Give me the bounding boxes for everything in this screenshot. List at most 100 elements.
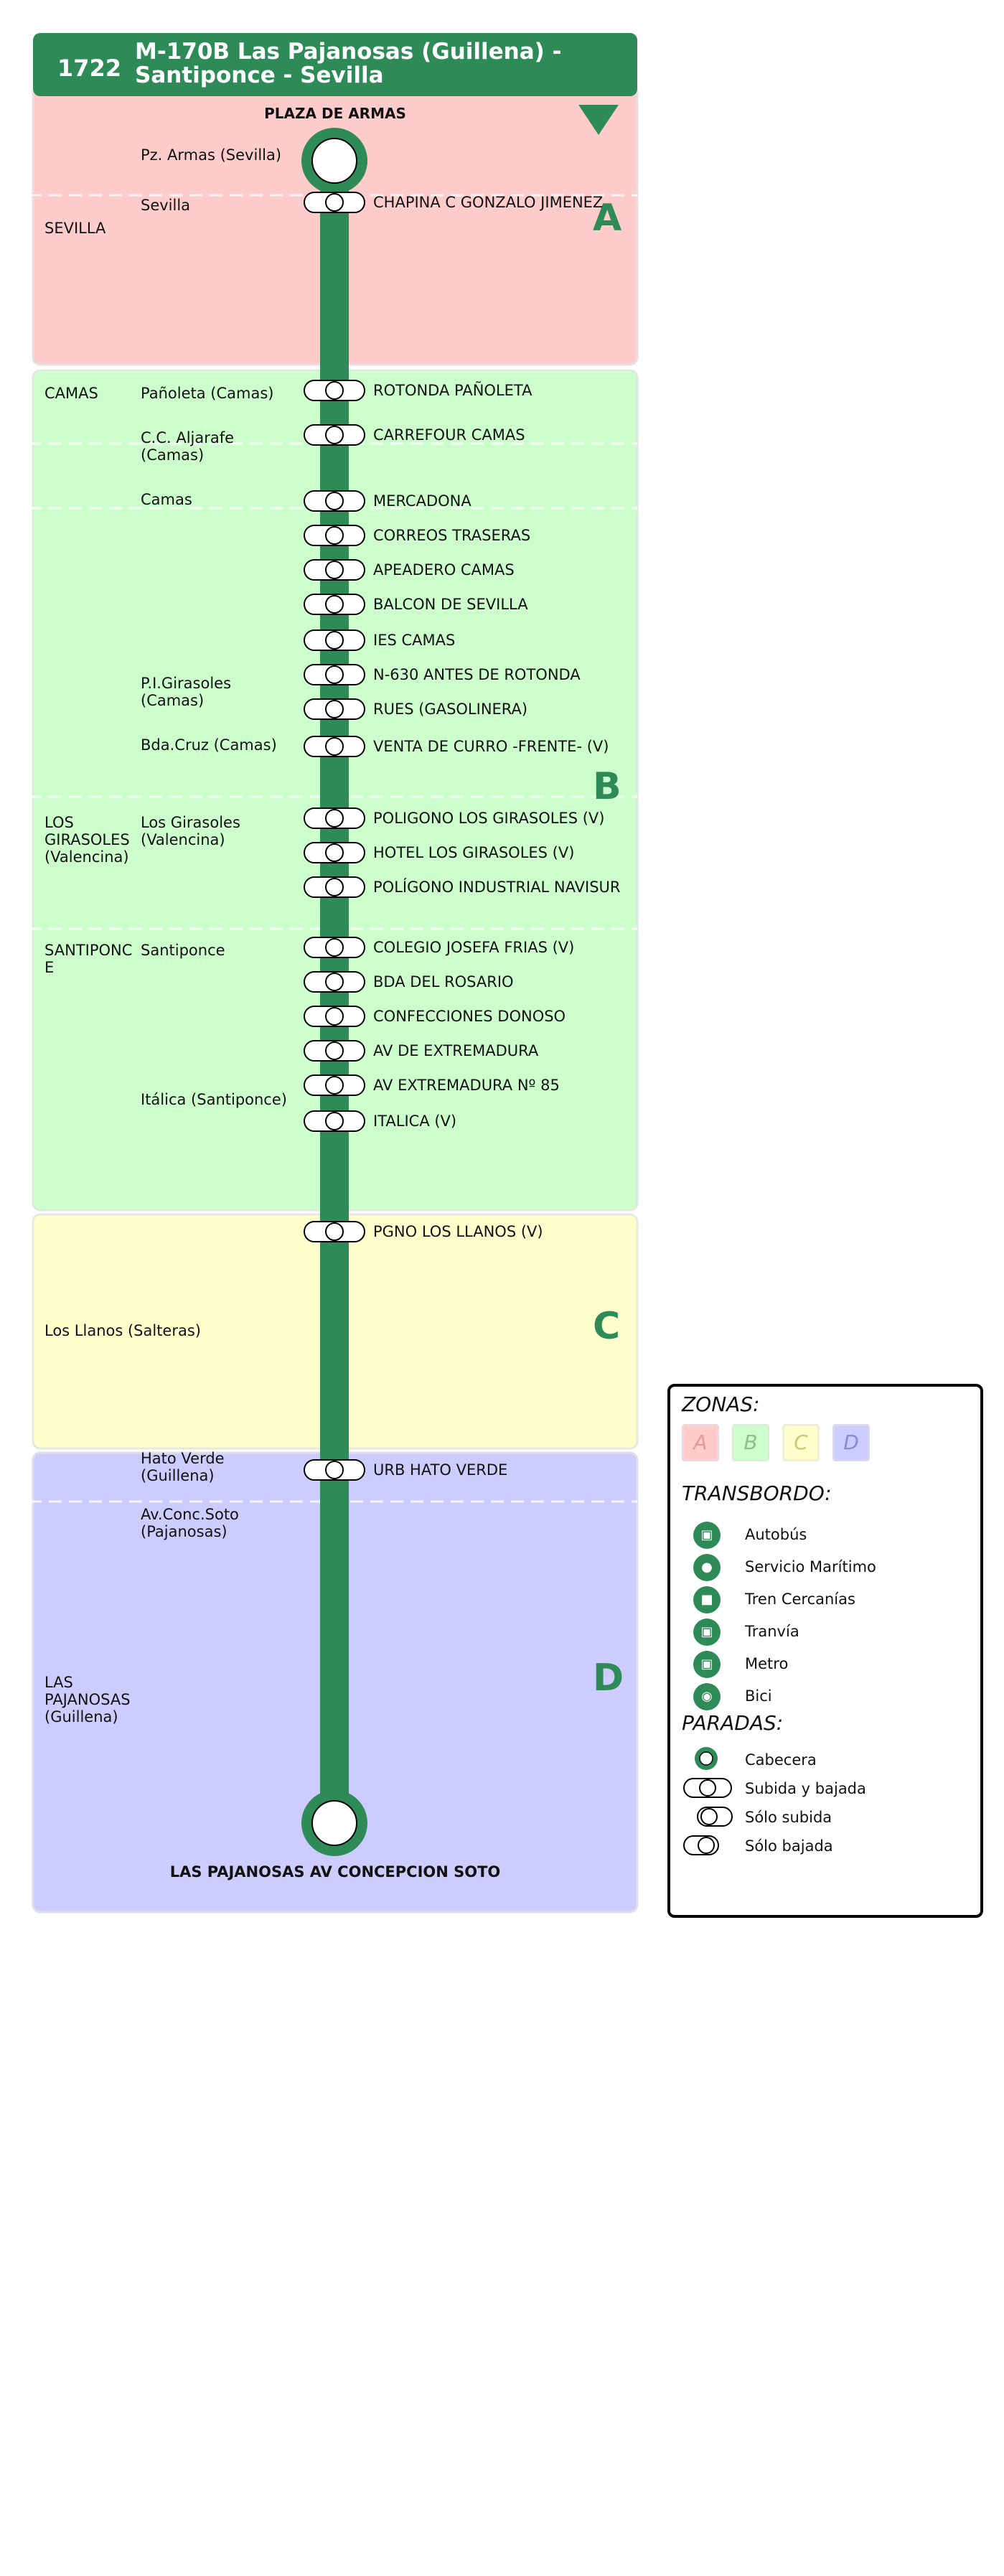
muni-santiponce: Santiponce (141, 942, 225, 959)
bike-icon: ◉ (693, 1683, 721, 1710)
zone-letter-a: A (593, 197, 622, 240)
stop-marker-icon (304, 1221, 365, 1242)
route-title-line1: M-170B Las Pajanosas (Guillena) - (135, 39, 562, 65)
stop-name: IES CAMAS (373, 632, 456, 649)
ship-icon: ● (693, 1554, 721, 1581)
stop-marker-icon (304, 807, 365, 829)
stop-name: N-630 ANTES DE ROTONDA (373, 666, 581, 683)
stop-name: VENTA DE CURRO -FRENTE- (V) (373, 738, 609, 755)
legend-zone-d: D (832, 1424, 870, 1461)
stop-name: BDA DEL ROSARIO (373, 973, 514, 990)
legend-panel: ZONAS: A B C D TRANSBORDO: ▣ Autobús ● S… (667, 1384, 983, 1918)
legend-stop-label: Cabecera (745, 1751, 817, 1769)
bus-icon: ▣ (693, 1522, 721, 1549)
end-label: LAS PAJANOSAS AV CONCEPCION SOTO (169, 1863, 501, 1881)
stop-name: CORREOS TRASERAS (373, 527, 531, 544)
board-only-icon (697, 1807, 733, 1827)
muni-pi-girasoles: P.I.Girasoles (Camas) (141, 675, 232, 709)
zone-letter-d: D (593, 1657, 624, 1700)
route-title: M-170B Las Pajanosas (Guillena) - Santip… (135, 40, 562, 88)
stop-marker-icon (304, 424, 365, 446)
muni-bda-cruz: Bda.Cruz (Camas) (141, 736, 277, 754)
legend-transfer-label: Tren Cercanías (745, 1591, 855, 1608)
stop-markers (304, 192, 365, 1481)
legend-zone-c: C (782, 1424, 820, 1461)
tram-icon: ▣ (693, 1619, 721, 1646)
stop-name: CARREFOUR CAMAS (373, 426, 525, 444)
legend-stop-label: Sólo bajada (745, 1837, 833, 1855)
muni-camas: Camas (141, 491, 192, 508)
train-icon: ■ (693, 1586, 721, 1613)
stop-name: PGNO LOS LLANOS (V) (373, 1223, 543, 1240)
legend-transfer-label: Autobús (745, 1526, 807, 1543)
stop-marker-icon (304, 1459, 365, 1481)
legend-transfer-label: Bici (745, 1687, 772, 1705)
stop-name: APEADERO CAMAS (373, 561, 515, 579)
stop-marker-icon (304, 1006, 365, 1027)
stop-marker-icon (304, 629, 365, 651)
muni-cc-aljarafe: C.C. Aljarafe (Camas) (141, 429, 235, 464)
start-label: PLAZA DE ARMAS (264, 105, 406, 122)
town-las-pajanosas: LAS PAJANOSAS (Guillena) (44, 1674, 131, 1725)
stop-name: POLIGONO LOS GIRASOLES (V) (373, 810, 605, 827)
muni-av-conc-soto: Av.Conc.Soto (Pajanosas) (141, 1506, 239, 1540)
legend-transfer-label: Metro (745, 1655, 789, 1672)
stop-name: ROTONDA PAÑOLETA (373, 382, 533, 399)
stop-name: URB HATO VERDE (373, 1461, 508, 1479)
muni-pz-armas: Pz. Armas (Sevilla) (141, 146, 282, 164)
stop-marker-icon (304, 876, 365, 898)
alight-only-icon (683, 1835, 719, 1855)
stop-marker-icon (304, 525, 365, 546)
direction-triangle-icon (578, 105, 619, 135)
muni-los-girasoles: Los Girasoles (Valencina) (141, 814, 240, 848)
legend-zones-title: ZONAS: (682, 1392, 760, 1416)
stop-name: BALCON DE SEVILLA (373, 596, 528, 613)
stop-marker-icon (304, 1040, 365, 1062)
route-code: 1722 (57, 55, 122, 82)
legend-stop-symbols (683, 1747, 733, 1855)
stop-name: CHAPINA C GONZALO JIMENEZ (373, 194, 604, 211)
stop-marker-icon (304, 937, 365, 958)
legend-stop-label: Subida y bajada (745, 1780, 866, 1797)
stop-marker-icon (304, 380, 365, 401)
town-sevilla: SEVILLA (44, 220, 106, 237)
muni-italica: Itálica (Santiponce) (141, 1091, 287, 1108)
terminus-icon (695, 1747, 718, 1770)
stop-name: ITALICA (V) (373, 1113, 457, 1130)
town-los-llanos: Los Llanos (Salteras) (44, 1322, 201, 1339)
stop-name: AV DE EXTREMADURA (373, 1042, 539, 1059)
legend-zone-b: B (732, 1424, 769, 1461)
muni-sevilla: Sevilla (141, 197, 191, 214)
town-camas: CAMAS (44, 385, 98, 402)
stop-name: COLEGIO JOSEFA FRIAS (V) (373, 939, 575, 956)
route-header: 1722 M-170B Las Pajanosas (Guillena) - S… (33, 33, 637, 96)
stop-name: CONFECCIONES DONOSO (373, 1008, 566, 1025)
stop-name: HOTEL LOS GIRASOLES (V) (373, 844, 575, 861)
stop-name: RUES (GASOLINERA) (373, 701, 528, 718)
metro-icon: ▣ (693, 1651, 721, 1678)
stop-marker-icon (304, 594, 365, 615)
legend-transfer-label: Servicio Marítimo (745, 1558, 876, 1575)
stop-name: MERCADONA (373, 492, 471, 510)
legend-stops-title: PARADAS: (682, 1711, 784, 1735)
town-santiponce: SANTIPONC E (44, 942, 133, 976)
stop-marker-icon (304, 1110, 365, 1132)
zone-letter-b: B (593, 765, 621, 808)
legend-transfer-label: Tranvía (745, 1623, 799, 1640)
legend-zone-a: A (682, 1424, 719, 1461)
zone-letter-c: C (593, 1305, 621, 1348)
route-title-line2: Santiponce - Sevilla (135, 62, 384, 88)
legend-stop-label: Sólo subida (745, 1809, 832, 1826)
stop-name: POLÍGONO INDUSTRIAL NAVISUR (373, 879, 621, 896)
stop-marker-icon (304, 971, 365, 993)
stop-marker-icon (304, 559, 365, 581)
town-los-girasoles: LOS GIRASOLES (Valencina) (44, 814, 130, 866)
stop-name: AV EXTREMADURA Nº 85 (373, 1077, 560, 1094)
stop-marker-icon (304, 698, 365, 720)
stop-marker-icon (304, 1074, 365, 1096)
stop-marker-icon (304, 192, 365, 213)
muni-hato-verde: Hato Verde (Guillena) (141, 1450, 225, 1484)
stop-marker-icon (304, 490, 365, 512)
board-alight-icon (683, 1778, 732, 1798)
